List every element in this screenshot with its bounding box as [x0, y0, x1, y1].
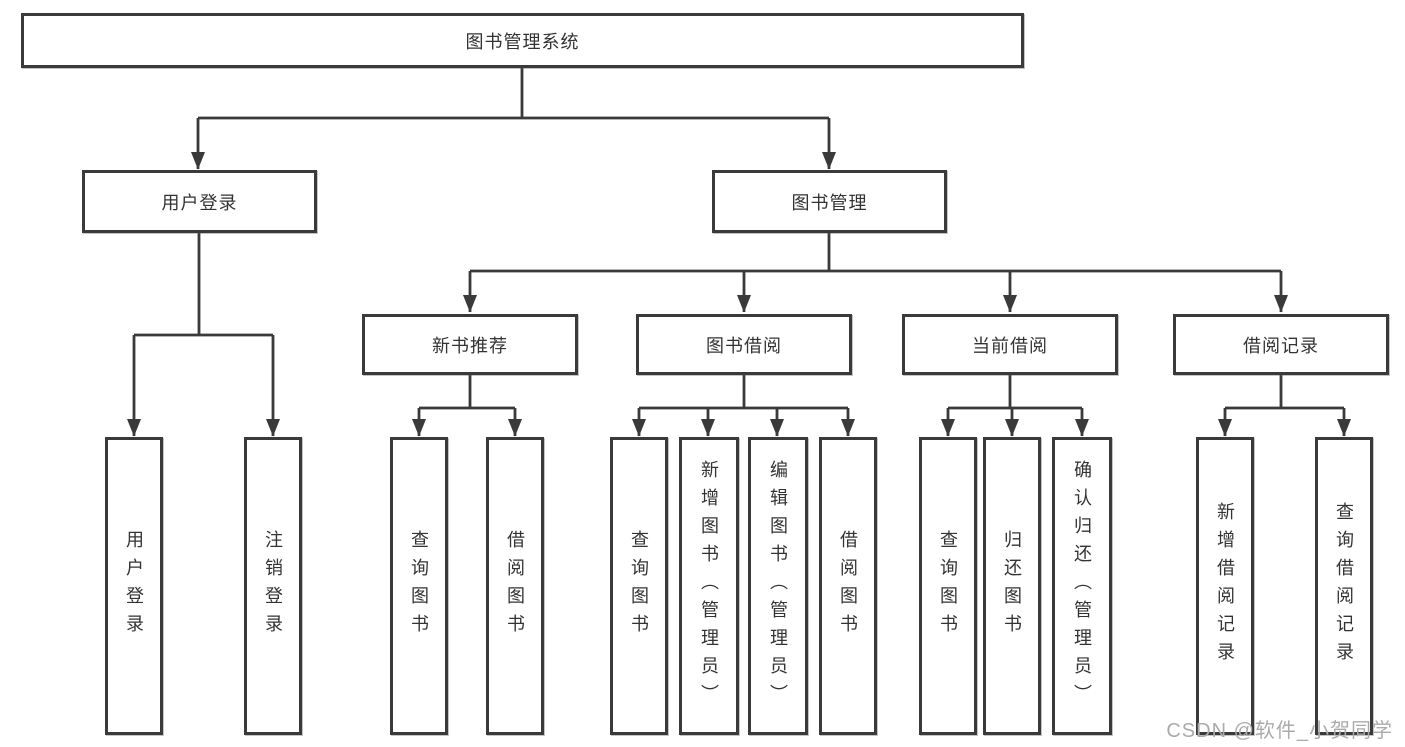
node-label: 借阅记录	[1243, 335, 1319, 356]
node-book-management-branch: 图书管理	[712, 170, 947, 233]
node-user-login-branch: 用户登录	[82, 170, 317, 233]
node-leaf-borrow-books-recommend: 借阅图书	[486, 437, 544, 735]
node-label: 编辑图书（管理员）	[768, 460, 788, 712]
node-label: 借阅图书	[838, 530, 858, 642]
node-label: 新增图书（管理员）	[699, 460, 719, 712]
node-label: 归还图书	[1002, 530, 1022, 642]
node-label: 用户登录	[124, 530, 144, 642]
node-label: 新增借阅记录	[1215, 502, 1235, 670]
node-leaf-query-borrow-record: 查询借阅记录	[1315, 437, 1373, 735]
node-label: 查询图书	[409, 530, 429, 642]
node-label: 当前借阅	[972, 335, 1048, 356]
node-label: 借阅图书	[505, 530, 525, 642]
node-book-borrowing: 图书借阅	[636, 314, 852, 375]
node-label: 用户登录	[161, 192, 238, 213]
node-leaf-logout: 注销登录	[244, 437, 302, 735]
node-leaf-query-books-current: 查询图书	[919, 437, 977, 735]
node-leaf-add-book-admin: 新增图书（管理员）	[679, 437, 739, 735]
node-leaf-user-login: 用户登录	[105, 437, 163, 735]
node-current-borrowing: 当前借阅	[902, 314, 1118, 375]
node-root-library-system: 图书管理系统	[21, 13, 1024, 68]
node-leaf-return-book: 归还图书	[983, 437, 1041, 735]
node-label: 新书推荐	[432, 335, 508, 356]
node-new-book-recommend: 新书推荐	[362, 314, 578, 375]
node-label: 注销登录	[263, 530, 283, 642]
node-label: 图书管理	[791, 192, 868, 213]
node-leaf-query-books-recommend: 查询图书	[390, 437, 448, 735]
node-borrowing-records: 借阅记录	[1173, 314, 1389, 375]
node-leaf-borrow-books-borrowing: 借阅图书	[819, 437, 877, 735]
node-leaf-query-books-borrowing: 查询图书	[610, 437, 668, 735]
node-label: 确认归还（管理员）	[1072, 460, 1092, 712]
node-leaf-add-borrow-record: 新增借阅记录	[1196, 437, 1254, 735]
node-label: 查询图书	[629, 530, 649, 642]
node-label: 查询借阅记录	[1334, 502, 1354, 670]
node-leaf-confirm-return-admin: 确认归还（管理员）	[1052, 437, 1112, 735]
node-label: 图书管理系统	[465, 31, 580, 52]
node-label: 查询图书	[938, 530, 958, 642]
csdn-watermark: CSDN @软件_小贺同学	[1166, 720, 1393, 742]
node-leaf-edit-book-admin: 编辑图书（管理员）	[748, 437, 808, 735]
node-label: 图书借阅	[706, 335, 782, 356]
